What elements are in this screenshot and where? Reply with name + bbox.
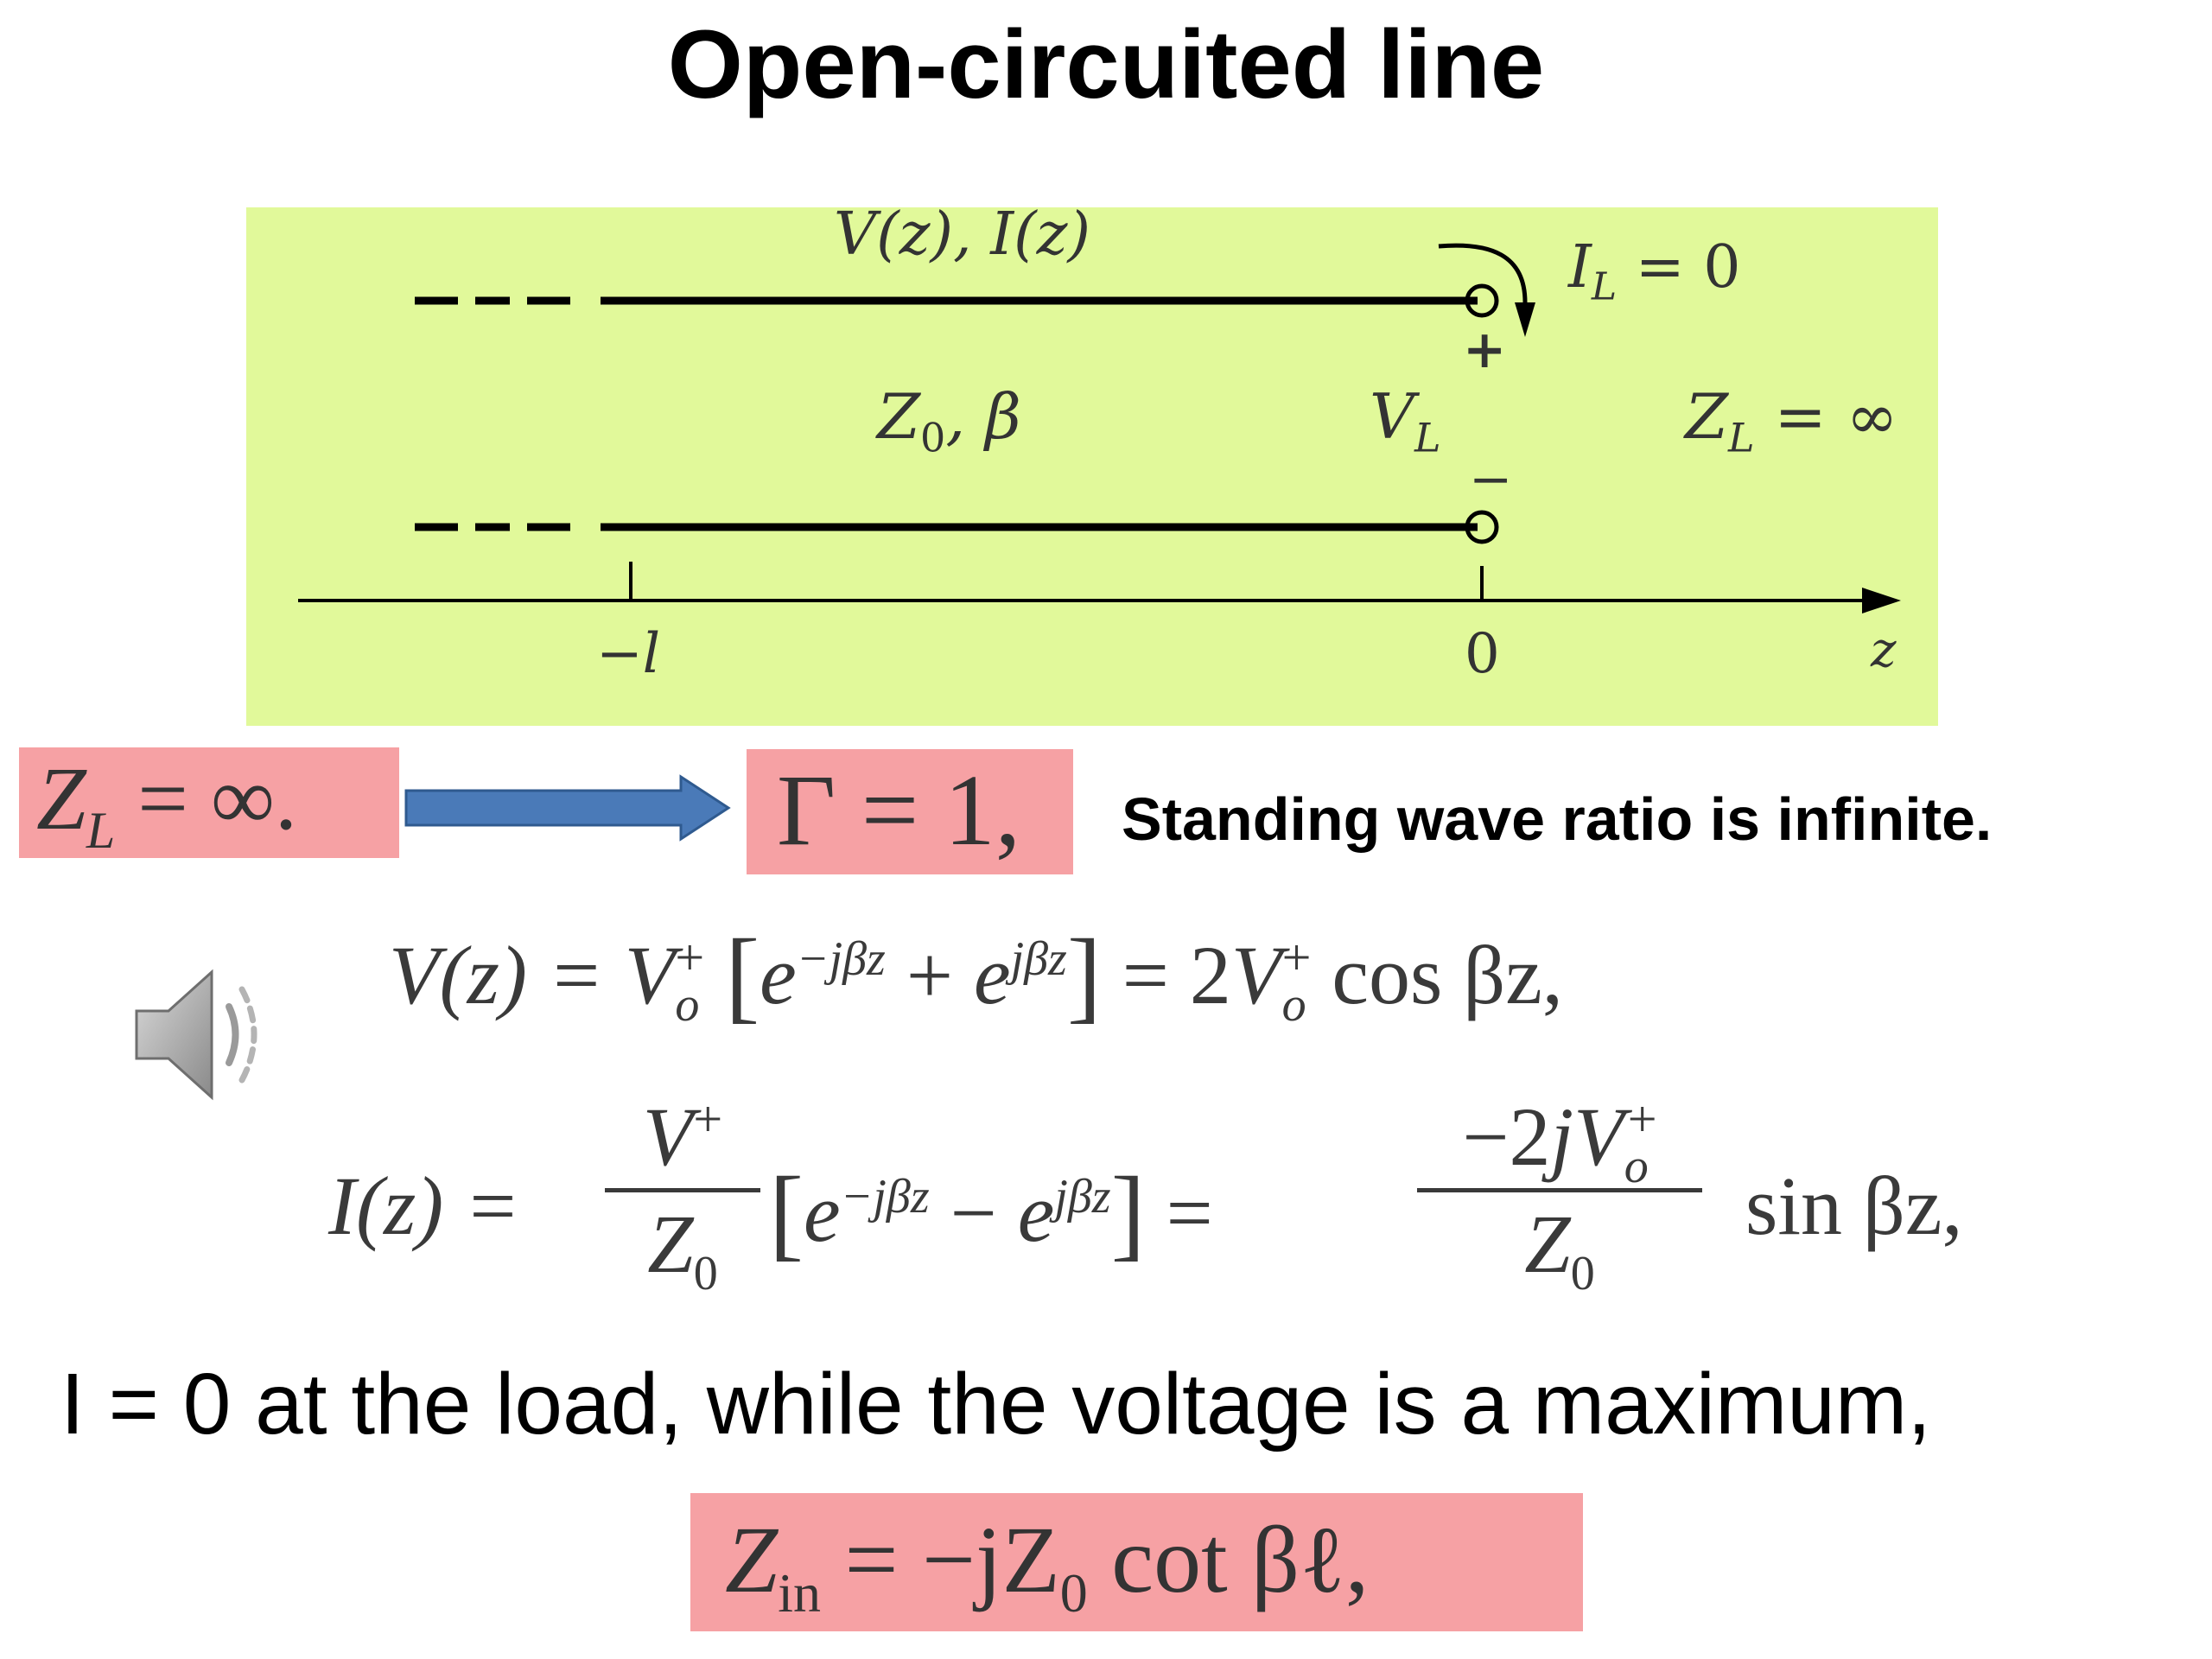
transmission-line-diagram: V(z), I(z) IL = 0 + − VL Z0, β ZL = ∞ −l…: [246, 200, 1938, 726]
slide-title: Open-circuited line: [667, 10, 1545, 118]
bottom-terminal: [1465, 510, 1499, 544]
top-terminal: [1465, 283, 1499, 318]
plus-sign: +: [1463, 320, 1507, 380]
vl-label: VL: [1370, 380, 1441, 461]
fraction-1: V+ Z0: [605, 1089, 760, 1298]
zl-infinity-box: ZL = ∞.: [19, 747, 399, 858]
diagram-svg: [298, 243, 1901, 613]
zin-box: Zin = −jZ0 cot βℓ,: [690, 1493, 1583, 1631]
load-statement: I = 0 at the load, while the voltage is …: [60, 1356, 1931, 1452]
right-arrow-icon: [404, 774, 731, 842]
z-axis-arrowhead: [1862, 588, 1901, 613]
il-label: IL = 0: [1568, 233, 1741, 309]
tick-label-minus-l: −l: [596, 622, 661, 686]
axis-label-z: z: [1871, 622, 1897, 678]
voltage-equation: V(z) = Vo+ [e−jβz + ejβz] = 2Vo+ cos βz,: [389, 918, 1563, 1033]
gamma-box: Γ = 1,: [747, 749, 1073, 874]
vz-iz-label: V(z), I(z): [834, 200, 1090, 269]
zin-text: Zin = −jZ0 cot βℓ,: [725, 1507, 1370, 1624]
gamma-text: Γ = 1,: [777, 753, 1021, 867]
minus-sign: −: [1469, 449, 1513, 510]
current-equation: I(z) = V+ Z0 [e−jβz − ejβz] = −2jVo+ Z0 …: [328, 1089, 1963, 1301]
tick-label-zero: 0: [1465, 622, 1500, 686]
zl-label: ZL = ∞: [1685, 380, 1898, 461]
bracket-term: [e−jβz − ejβz] =: [769, 1155, 1213, 1270]
current-arrow: [1438, 243, 1528, 303]
swr-statement: Standing wave ratio is infinite.: [1122, 785, 1993, 853]
speaker-icon[interactable]: [130, 963, 285, 1110]
z0-beta-label: Z0, β: [877, 380, 1021, 461]
fraction-2: −2jVo+ Z0: [1417, 1089, 1702, 1298]
zl-infinity-text: ZL = ∞.: [36, 749, 298, 859]
